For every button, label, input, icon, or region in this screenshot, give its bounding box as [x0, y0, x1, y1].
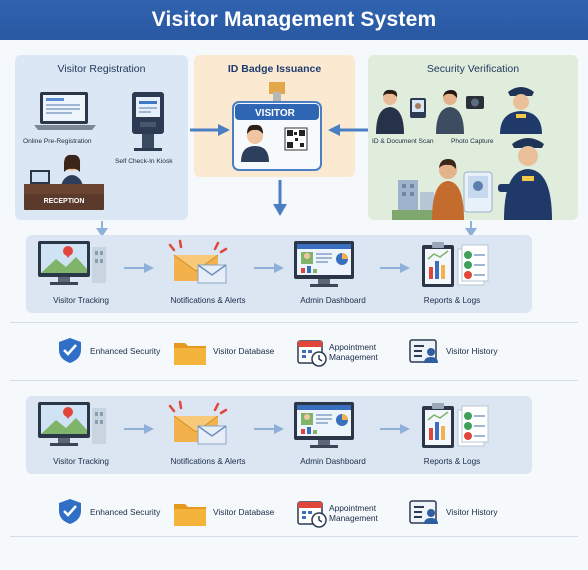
- flow-arrow: [254, 263, 284, 273]
- id-scan-icon: [376, 89, 426, 134]
- id-history-icon: [409, 339, 438, 363]
- envelope-alert-icon: [168, 400, 228, 445]
- divider: [10, 536, 578, 537]
- feature-label: Appointment Management: [329, 342, 378, 362]
- module-label: Visitor Tracking: [53, 296, 109, 305]
- clipboard-report-icon: [422, 403, 489, 448]
- feature-label: Visitor History: [446, 346, 498, 356]
- flow-arrow: [124, 263, 154, 273]
- title-bar: Visitor Management System: [0, 0, 588, 40]
- registration-title: Visitor Registration: [57, 63, 146, 75]
- verification-scene-icon: [392, 138, 552, 220]
- visitor-badge-icon: [232, 82, 322, 171]
- module-label: Admin Dashboard: [300, 296, 366, 305]
- badge-title: ID Badge Issuance: [227, 63, 322, 75]
- kiosk-icon: [132, 92, 164, 151]
- monitor-dashboard-icon: [294, 241, 354, 287]
- folder-icon: [174, 504, 206, 526]
- module-label: Reports & Logs: [423, 457, 481, 466]
- divider: [10, 380, 578, 381]
- badge-visitor-text: VISITOR: [255, 108, 295, 119]
- arrow-security-down: [465, 221, 477, 237]
- divider: [10, 322, 578, 323]
- security-title: Security Verification: [426, 63, 520, 75]
- flow-arrow: [380, 263, 410, 273]
- photo-capture-label: Photo Capture: [451, 138, 494, 145]
- shield-check-icon: [59, 499, 81, 524]
- module-label: Reports & Logs: [423, 296, 481, 305]
- monitor-dashboard-icon: [294, 402, 354, 448]
- module-label: Visitor Tracking: [53, 457, 109, 466]
- module-label: Notifications & Alerts: [170, 457, 246, 466]
- clipboard-report-icon: [422, 242, 489, 287]
- calendar-clock-icon: [297, 501, 327, 528]
- module-label: Admin Dashboard: [300, 457, 366, 466]
- id-history-icon: [409, 500, 438, 524]
- envelope-alert-icon: [168, 239, 228, 284]
- laptop-icon: [34, 92, 96, 130]
- shield-check-icon: [59, 338, 81, 363]
- feature-label: Visitor Database: [213, 507, 275, 517]
- folder-icon: [174, 343, 206, 365]
- receptionist-icon: [24, 154, 104, 196]
- photo-capture-icon: [436, 90, 484, 134]
- feature-label: Enhanced Security: [90, 346, 161, 356]
- flow-arrow: [124, 424, 154, 434]
- feature-label: Visitor History: [446, 507, 498, 517]
- feature-label: Appointment Management: [329, 503, 378, 523]
- monitor-map-icon: [38, 402, 106, 446]
- page-title: Visitor Management System: [151, 8, 437, 31]
- arrow-registration-to-badge: [190, 124, 230, 136]
- flow-arrow: [254, 424, 284, 434]
- arrow-registration-down: [96, 221, 108, 237]
- module-label: Notifications & Alerts: [170, 296, 246, 305]
- feature-label: Visitor Database: [213, 346, 275, 356]
- calendar-clock-icon: [297, 340, 327, 367]
- feature-label: Enhanced Security: [90, 507, 161, 517]
- monitor-map-icon: [38, 241, 106, 285]
- online-pre-registration-label: Online Pre-Registration: [23, 138, 92, 145]
- reception-sign: RECEPTION: [24, 194, 104, 210]
- security-officer-icon: [500, 87, 542, 134]
- arrow-security-to-badge: [328, 124, 368, 136]
- arrow-badge-down: [273, 180, 287, 216]
- id-document-scan-label: ID & Document Scan: [372, 138, 434, 145]
- flow-arrow: [380, 424, 410, 434]
- kiosk-label: Self Check-In Kiosk: [115, 158, 173, 165]
